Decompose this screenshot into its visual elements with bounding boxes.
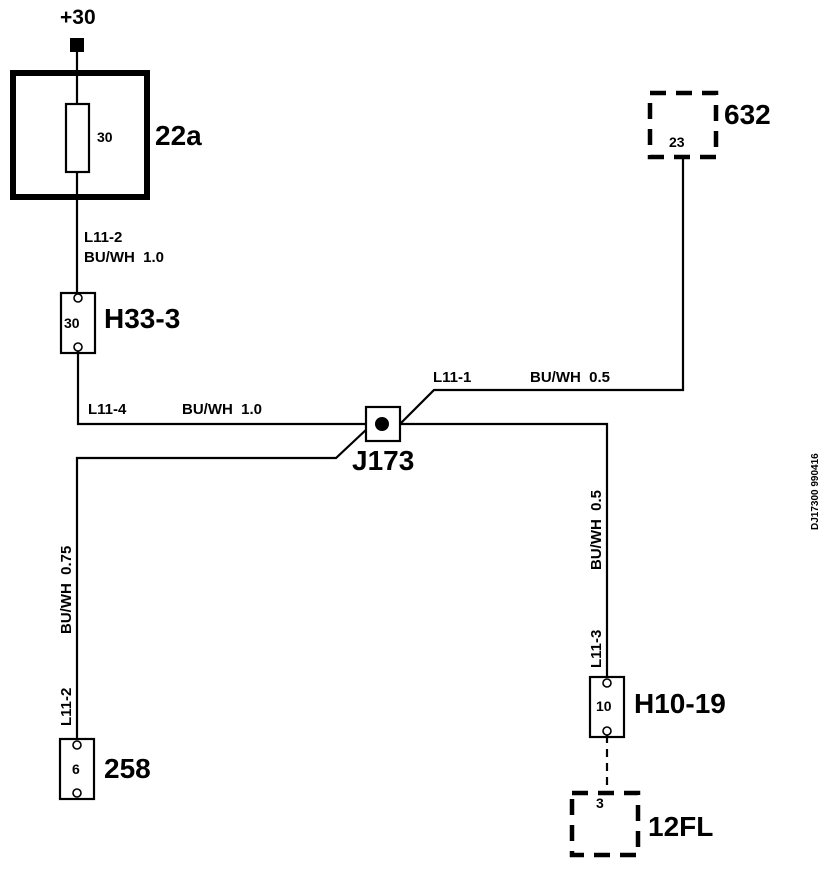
fuse-housing-22a (10, 70, 150, 200)
component-box-12fl (569, 790, 641, 858)
wire-spec-l11-4: BU/WH 1.0 (182, 401, 262, 418)
component-12fl-pin: 3 (596, 795, 604, 811)
wire-id-l11-3: L11-3 (588, 630, 605, 668)
component-label-632: 632 (724, 99, 771, 130)
wire-j173-to-258 (75, 427, 369, 740)
wire-632-to-j173 (395, 159, 685, 429)
splice-node (375, 417, 389, 431)
258-pin-bottom (72, 788, 82, 798)
h33-pin-bottom (73, 342, 83, 352)
h10-pin-number: 10 (596, 698, 612, 714)
h33-pin-top (73, 293, 83, 303)
wire-spec-l11-2-upper: BU/WH 1.0 (84, 249, 164, 266)
wire-id-l11-4: L11-4 (88, 401, 127, 418)
wire-h33-to-j173 (76, 351, 366, 426)
supply-label: +30 (60, 6, 96, 29)
h33-pin-number: 30 (64, 315, 80, 331)
connector-label-h33-3: H33-3 (104, 303, 180, 334)
drawing-reference: DJ17300 990416 (810, 453, 821, 530)
fuse-element (64, 102, 91, 174)
h10-pin-bottom (602, 726, 612, 736)
h10-pin-top (602, 678, 612, 688)
fuse-label-22a: 22a (155, 120, 202, 151)
wire-spec-l11-1: BU/WH 0.5 (530, 369, 610, 386)
connector-label-h10-19: H10-19 (634, 688, 726, 719)
splice-label-j173: J173 (352, 445, 414, 476)
wire-spec-l11-2-lower: BU/WH 0.75 (58, 546, 75, 634)
wire-id-l11-2-upper: L11-2 (84, 229, 122, 246)
fuse-pin-number: 30 (97, 129, 113, 145)
258-pin-top (72, 740, 82, 750)
supply-terminal (70, 38, 84, 52)
component-box-632 (647, 90, 719, 160)
component-632-pin: 23 (669, 134, 685, 150)
wire-id-l11-2-lower: L11-2 (58, 688, 75, 726)
wire-id-l11-1: L11-1 (433, 369, 471, 386)
connector-label-258: 258 (104, 753, 151, 784)
258-pin-number: 6 (72, 761, 80, 777)
wire-j173-to-h10-19 (396, 422, 609, 677)
wire-spec-l11-3: BU/WH 0.5 (588, 490, 605, 570)
component-label-12fl: 12FL (648, 811, 713, 842)
